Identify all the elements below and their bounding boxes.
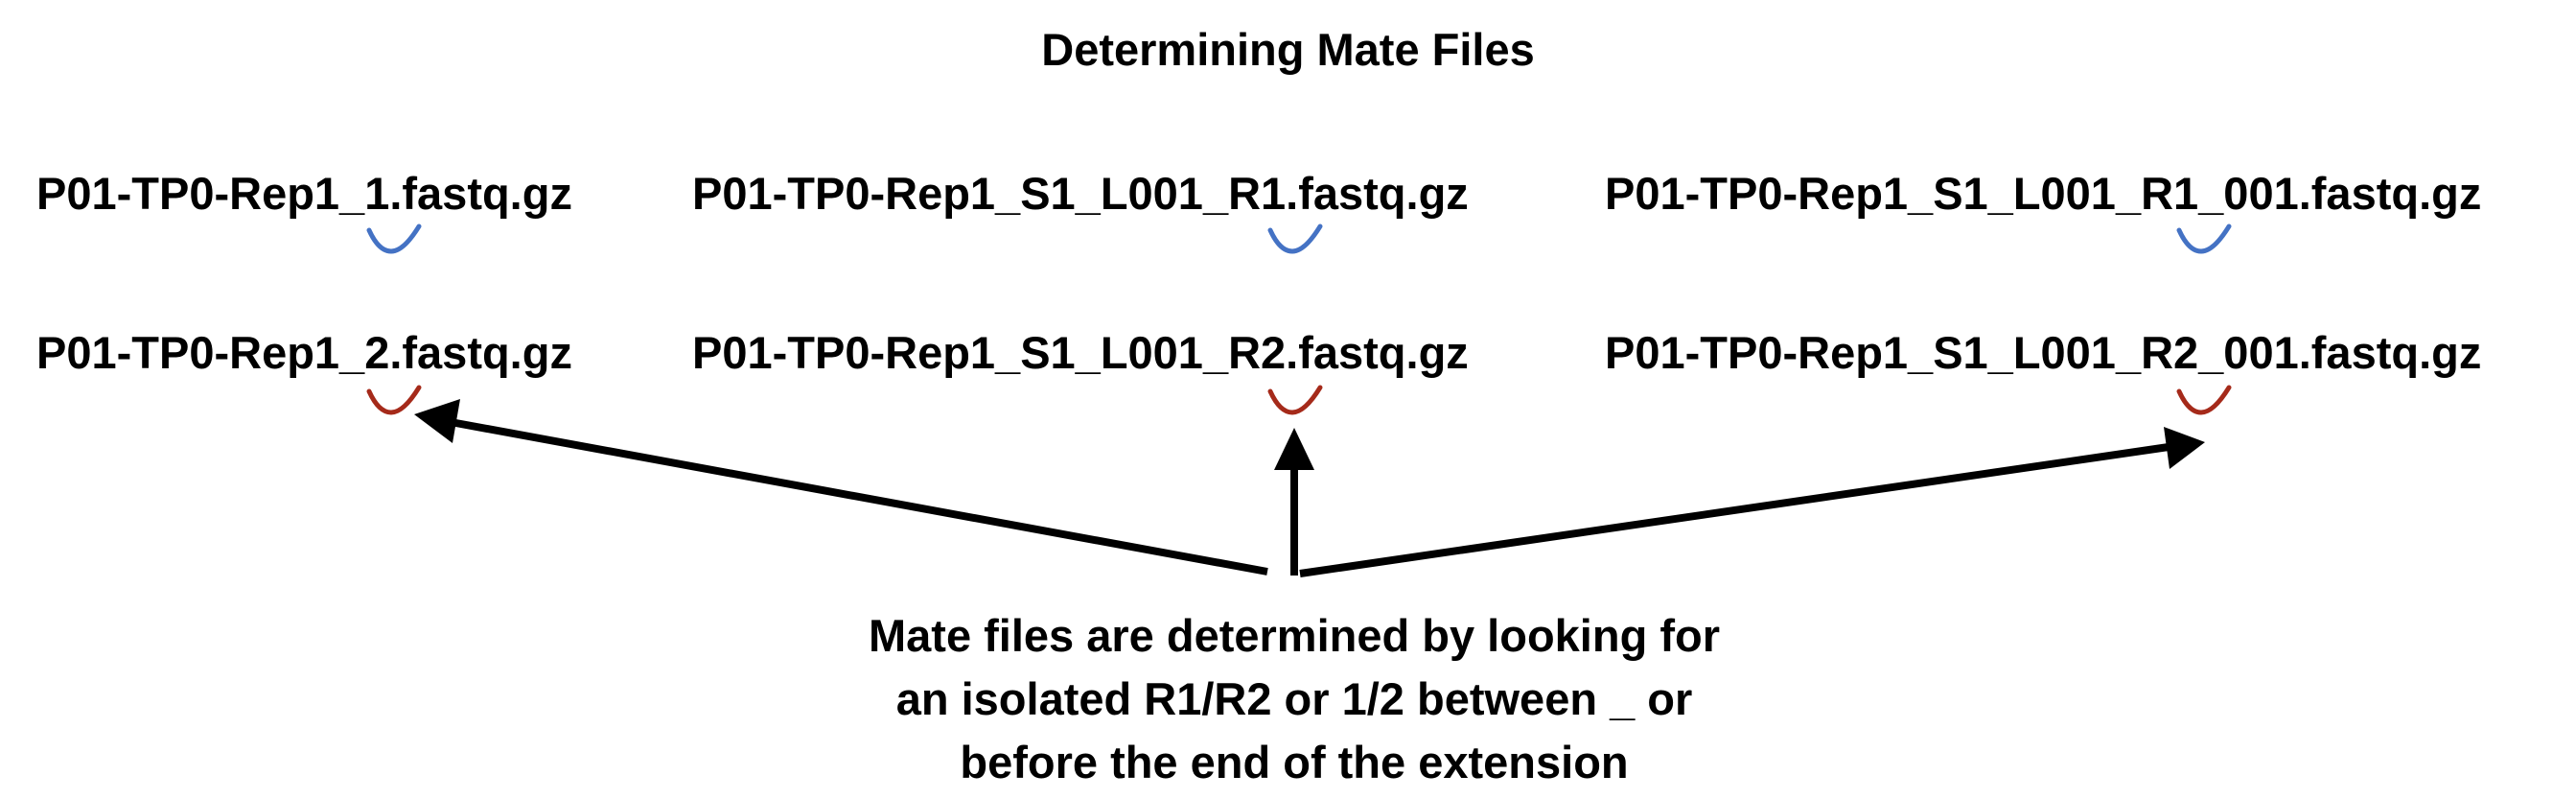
- mate1-mark-col3: [2176, 223, 2232, 254]
- filename-col2-mate1: P01-TP0-Rep1_S1_L001_R1.fastq.gz: [692, 168, 1469, 219]
- filename-col2-mate2: P01-TP0-Rep1_S1_L001_R2.fastq.gz: [692, 327, 1469, 378]
- arrow-to-col1: [414, 399, 1268, 576]
- filename-col1-mate1: P01-TP0-Rep1_1.fastq.gz: [36, 168, 572, 219]
- caption-line-3: before the end of the extension: [960, 737, 1629, 787]
- filename-col3-mate2: P01-TP0-Rep1_S1_L001_R2_001.fastq.gz: [1605, 327, 2482, 378]
- filename-col3-mate1: P01-TP0-Rep1_S1_L001_R1_001.fastq.gz: [1605, 168, 2482, 219]
- mate1-mark-col2: [1267, 223, 1323, 254]
- mate2-mark-col3: [2176, 385, 2232, 415]
- arrow-to-col2: [1274, 428, 1314, 576]
- diagram-title: Determining Mate Files: [1041, 24, 1535, 75]
- mate1-mark-col1: [366, 223, 422, 254]
- mate2-mark-col1: [366, 385, 422, 415]
- mate2-mark-col2: [1267, 385, 1323, 415]
- arrow-to-col3: [1299, 427, 2205, 577]
- filename-col1-mate2: P01-TP0-Rep1_2.fastq.gz: [36, 327, 572, 378]
- explanation-caption: Mate files are determined by looking for…: [869, 604, 1720, 794]
- caption-line-2: an isolated R1/R2 or 1/2 between _ or: [895, 673, 1693, 724]
- caption-line-1: Mate files are determined by looking for: [869, 610, 1720, 661]
